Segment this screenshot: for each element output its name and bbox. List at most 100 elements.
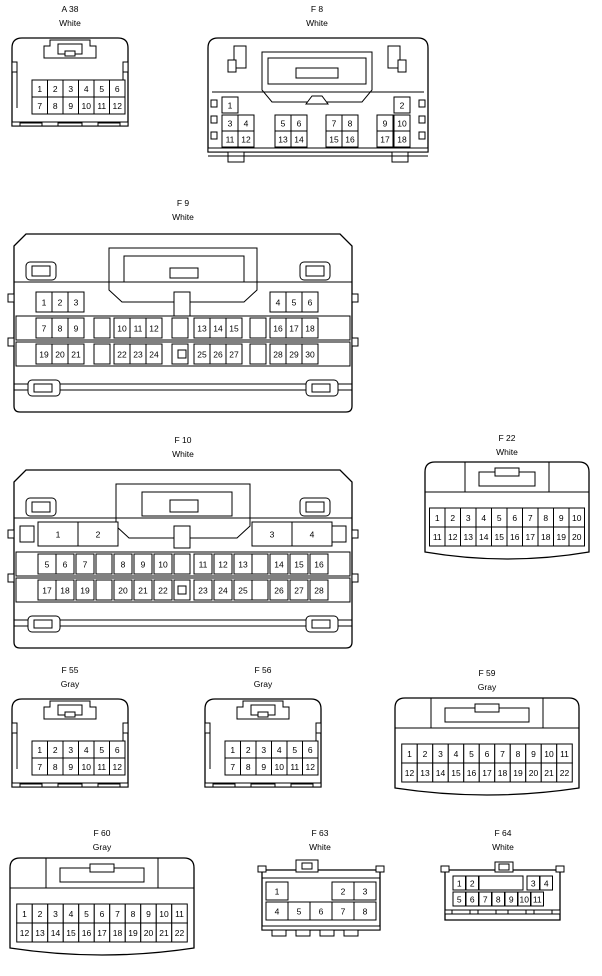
pin-number: 1	[37, 745, 42, 755]
pin-cavity	[213, 553, 233, 575]
pin-number: 14	[436, 768, 446, 778]
pin-cavity	[55, 553, 75, 575]
pin-number: 8	[516, 749, 521, 759]
pin-number: 12	[113, 101, 123, 111]
pin-number: 4	[275, 907, 280, 917]
pin-number: 4	[481, 513, 486, 523]
pin-number: 9	[531, 749, 536, 759]
pin-cavity	[75, 579, 95, 601]
pin-number: 8	[53, 101, 58, 111]
side-latch-inner	[305, 501, 325, 513]
pin-number: 15	[229, 324, 239, 334]
pin-number: 1	[228, 101, 233, 111]
rail-slot	[97, 783, 121, 788]
lock-tab	[64, 711, 76, 718]
side-notch	[397, 59, 407, 73]
pin-number: 8	[58, 324, 63, 334]
pin-number: 1	[56, 530, 61, 540]
pin-number: 7	[528, 513, 533, 523]
pin-number: 11	[533, 895, 542, 905]
pin-number: 21	[138, 586, 148, 596]
side-hole	[7, 293, 15, 303]
pin-number: 8	[121, 560, 126, 570]
pin-number: 7	[341, 907, 346, 917]
pin-number: 6	[319, 907, 324, 917]
pin-number: 18	[541, 532, 551, 542]
pin-cavity	[301, 317, 319, 339]
pin-number: 18	[397, 135, 407, 145]
pin-cavity	[237, 130, 255, 148]
pin-cavity	[221, 96, 239, 114]
bottom-rail	[444, 909, 561, 915]
pin-cavity	[269, 553, 289, 575]
pin-number: 22	[158, 586, 168, 596]
pin-cavity	[37, 521, 79, 547]
lock-tab	[474, 703, 500, 713]
connector-color: White	[496, 447, 518, 457]
pin-number: 5	[292, 298, 297, 308]
blank-cavity	[251, 579, 269, 601]
pin-cavity	[113, 579, 133, 601]
pin-number: 1	[37, 84, 42, 94]
pin-number: 18	[113, 928, 123, 938]
pin-cavity	[556, 762, 573, 783]
pin-cavity	[265, 881, 289, 901]
pin-number: 10	[82, 762, 92, 772]
side-hole	[210, 115, 218, 124]
pin-number: 10	[397, 119, 407, 129]
rail-slot	[97, 122, 121, 127]
connector-color: White	[172, 449, 194, 459]
pin-number: 6	[308, 298, 313, 308]
pin-number: 9	[74, 324, 79, 334]
pin-number: 2	[470, 879, 475, 889]
blank-cavity	[93, 343, 111, 365]
pin-number: 9	[383, 119, 388, 129]
pin-number: 8	[543, 513, 548, 523]
pin-cavity	[309, 579, 329, 601]
pin-number: 8	[131, 909, 136, 919]
connector-name: F 63	[311, 828, 328, 838]
pin-cavity	[289, 579, 309, 601]
key-post	[173, 525, 191, 549]
pin-number: 5	[281, 119, 286, 129]
pin-number: 3	[466, 513, 471, 523]
pin-number: 19	[39, 350, 49, 360]
pin-number: 3	[270, 530, 275, 540]
pin-number: 3	[363, 887, 368, 897]
pin-number: 10	[159, 909, 169, 919]
pin-number: 5	[297, 907, 302, 917]
pin-number: 9	[261, 762, 266, 772]
side-notch	[375, 865, 385, 873]
pin-number: 11	[97, 762, 106, 772]
side-notch	[204, 722, 211, 734]
rail-slot	[19, 783, 43, 788]
pin-number: 4	[244, 119, 249, 129]
pin-number: 19	[513, 768, 523, 778]
pin-number: 3	[438, 749, 443, 759]
pin-cavity	[568, 526, 585, 547]
bottom-rail	[207, 147, 429, 153]
pin-number: 6	[115, 84, 120, 94]
pin-number: 4	[84, 84, 89, 94]
pin-number: 11	[175, 909, 184, 919]
index-mark	[177, 585, 187, 595]
pin-cavity	[67, 343, 85, 365]
side-guide	[387, 45, 401, 69]
rail-slot	[212, 783, 236, 788]
connector-color: White	[172, 212, 194, 222]
side-notch	[227, 59, 237, 73]
pin-number: 14	[274, 560, 284, 570]
pin-number: 12	[241, 135, 251, 145]
blank-cavity	[249, 343, 267, 365]
pin-cavity	[353, 881, 377, 901]
pin-number: 10	[82, 101, 92, 111]
pin-number: 7	[42, 324, 47, 334]
pin-number: 14	[213, 324, 223, 334]
lock-tab	[498, 863, 510, 871]
pin-number: 27	[229, 350, 239, 360]
connector-name: F 22	[498, 433, 515, 443]
